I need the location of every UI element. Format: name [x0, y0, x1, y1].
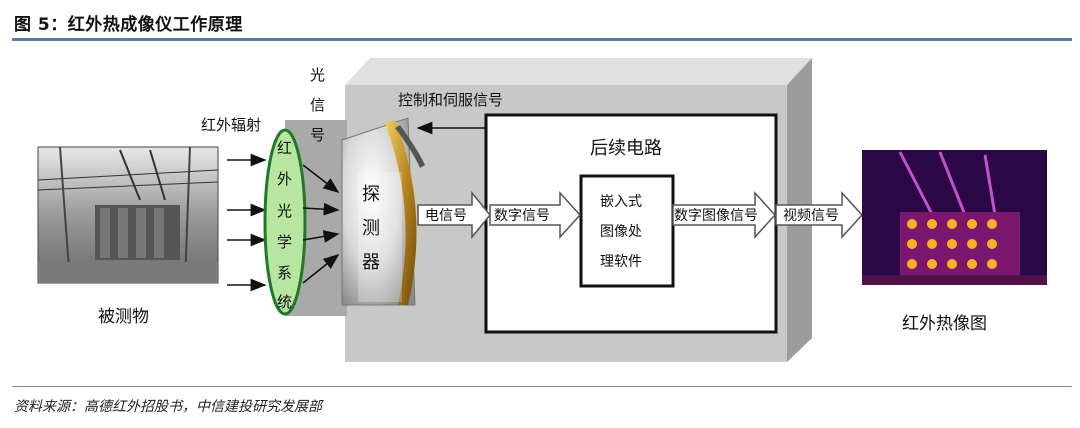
svg-text:外: 外 [277, 170, 292, 188]
label-video-signal: 视频信号 [783, 208, 839, 224]
source-divider [12, 386, 1072, 387]
figure-source: 资料来源：高德红外招股书，中信建投研究发展部 [14, 399, 322, 415]
label-electric-signal: 电信号 [425, 208, 467, 224]
label-optical-system: 红 外 光 学 系 统 [277, 139, 292, 311]
embedded-software-box [579, 174, 675, 288]
label-embedded-software: 嵌入式 图像处 理软件 [600, 194, 642, 270]
label-post-circuit: 后续电路 [590, 138, 662, 159]
label-object: 被测物 [98, 307, 149, 327]
label-control-servo: 控制和伺服信号 [398, 91, 503, 109]
arrow-video-signal [775, 191, 864, 239]
svg-text:统: 统 [277, 293, 292, 311]
svg-text:信: 信 [310, 96, 325, 114]
svg-text:系: 系 [277, 264, 292, 282]
thermal-image [862, 150, 1047, 285]
svg-text:嵌入式: 嵌入式 [600, 194, 642, 210]
arrow-digital-image-signal [672, 191, 777, 239]
label-digital-image-signal: 数字图像信号 [674, 208, 758, 224]
label-digital-signal: 数字信号 [494, 208, 550, 224]
label-thermal-image: 红外热像图 [902, 314, 987, 334]
svg-text:光: 光 [277, 202, 292, 220]
arrow-digital-signal [489, 191, 582, 239]
label-detector: 探 测 器 [362, 184, 380, 273]
figure-title: 图 5：红外热成像仪工作原理 [14, 15, 243, 35]
converging-arrows [302, 164, 340, 284]
ir-arrows [227, 153, 267, 292]
svg-text:探: 探 [362, 184, 380, 205]
svg-text:测: 测 [362, 218, 380, 239]
label-ir-radiation: 红外辐射 [201, 116, 261, 134]
svg-text:图像处: 图像处 [600, 224, 642, 240]
label-light-signal: 光 信 号 [310, 66, 325, 144]
svg-text:学: 学 [277, 233, 292, 251]
svg-text:号: 号 [310, 126, 325, 144]
block-arrows [417, 190, 864, 240]
optical-system-lens [263, 128, 307, 316]
title-divider [12, 38, 1072, 41]
arrow-electric-signal [417, 190, 491, 240]
detector [341, 117, 425, 306]
object-photo [37, 146, 219, 284]
svg-text:光: 光 [310, 66, 325, 84]
svg-text:器: 器 [362, 252, 380, 273]
svg-text:红: 红 [277, 139, 292, 157]
svg-text:理软件: 理软件 [600, 254, 642, 270]
